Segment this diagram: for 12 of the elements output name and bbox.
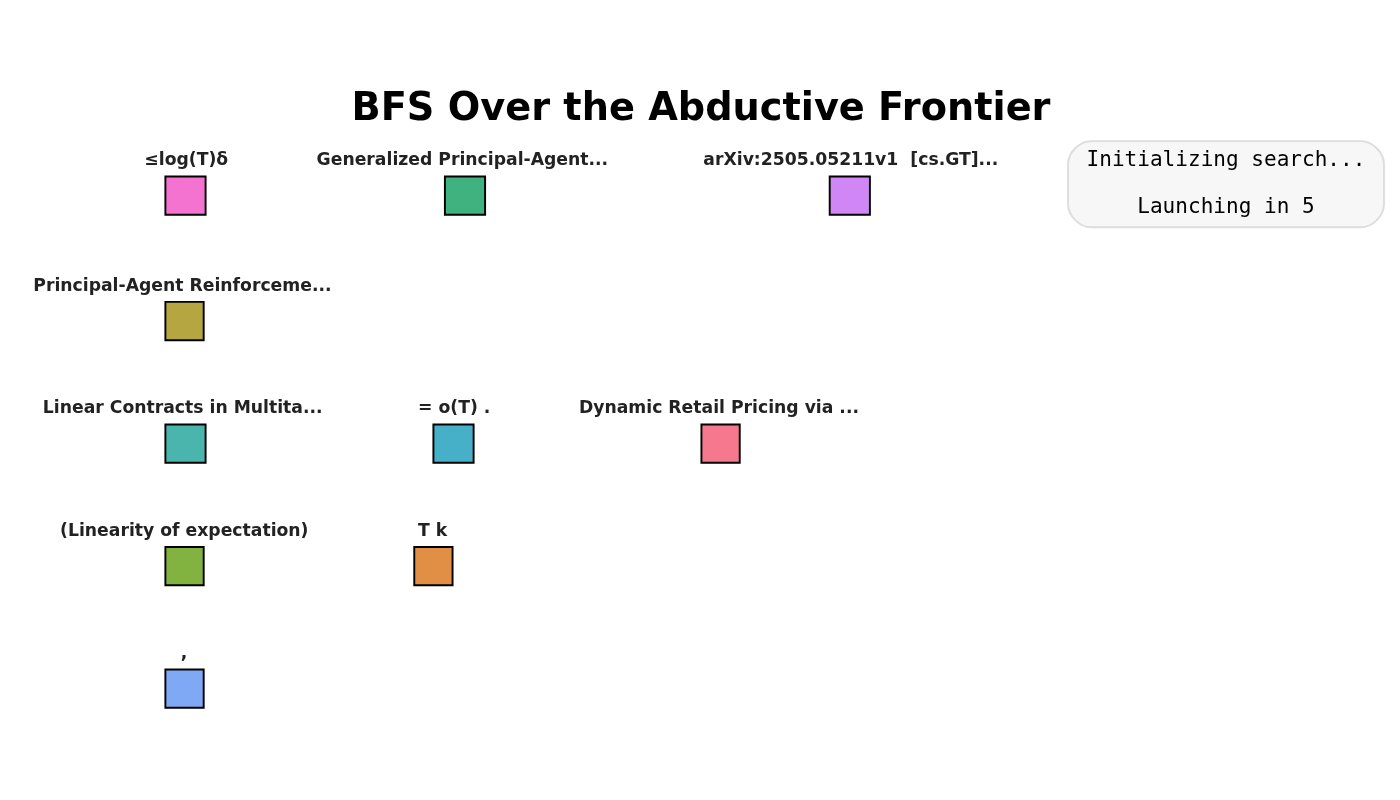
node-label: T k [418, 519, 448, 540]
node-label: Generalized Principal-Agent... [316, 148, 609, 169]
node-label: ≤log(T)δ [144, 148, 229, 169]
node-label: (Linearity of expectation) [60, 519, 309, 540]
node-label: Principal-Agent Reinforceme... [33, 274, 332, 295]
node-box: Initializing search... Launching in 5 [1067, 139, 1385, 228]
node-label: Dynamic Retail Pricing via ... [578, 396, 859, 417]
diagram-title: BFS Over the Abductive Frontier [351, 83, 1051, 129]
node-label: , [180, 641, 188, 662]
node-label: = o(T) . [418, 396, 491, 417]
node-label: arXiv:2505.05211v1 [cs.GT]... [703, 148, 999, 169]
node-label: Linear Contracts in Multita... [42, 396, 323, 417]
